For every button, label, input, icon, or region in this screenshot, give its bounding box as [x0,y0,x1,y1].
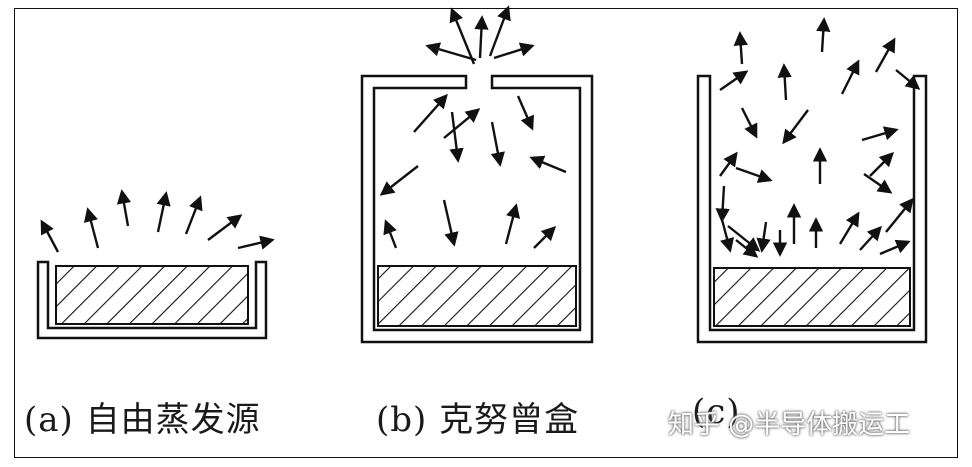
vapor-arrows-b [379,5,567,249]
free-evaporation-source [36,189,275,340]
cell-wall-b [360,74,594,344]
caption-c: (c) [692,392,741,432]
watermark: 知乎 @半导体搬运工 [668,410,911,440]
vapor-arrows-a [40,189,275,253]
evaporant-a [55,265,249,325]
figure-frame [14,8,958,458]
caption-b: (b) 克努曾盒 [376,400,580,440]
evaporant-c [713,267,911,327]
crucible-a [36,260,268,340]
crucible-source [696,17,928,344]
caption-a: (a) 自由蒸发源 [24,400,261,440]
knudsen-cell [360,5,594,344]
evaporant-b [377,265,577,327]
vapor-arrows-c [715,17,921,258]
